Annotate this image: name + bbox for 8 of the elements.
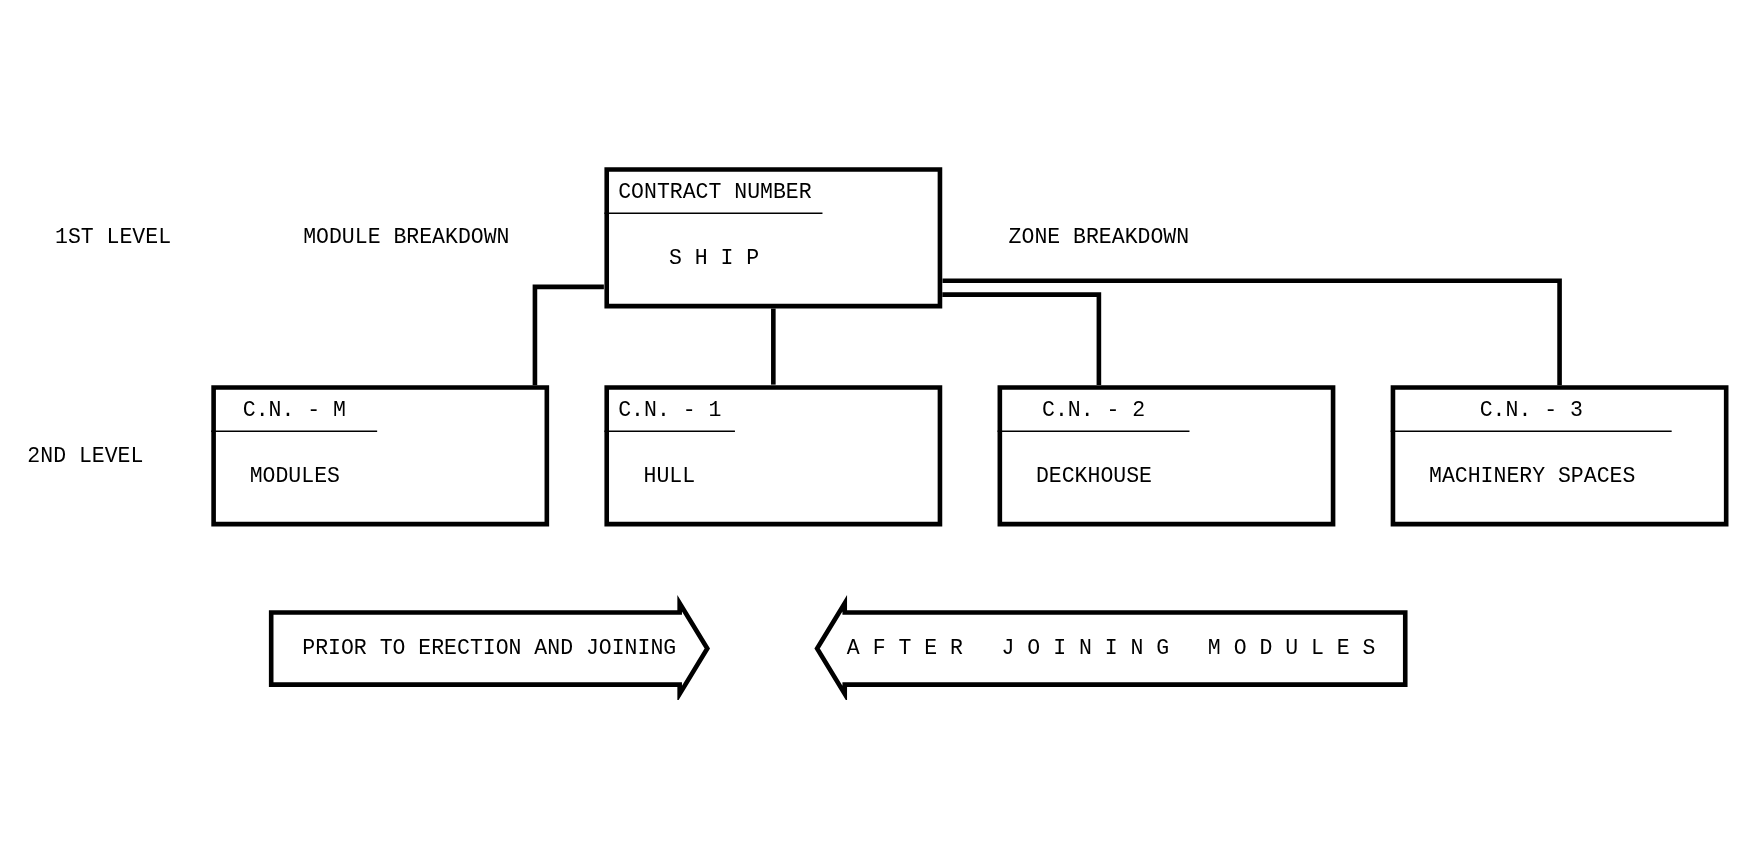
connector	[942, 291, 1102, 385]
connector	[942, 277, 1562, 385]
connector	[771, 308, 776, 385]
label: 1ST LEVEL	[55, 224, 172, 249]
connector	[532, 284, 604, 385]
label: ZONE BREAKDOWN	[1008, 224, 1190, 249]
label: 2ND LEVEL	[27, 443, 144, 468]
label: MODULE BREAKDOWN	[303, 224, 510, 249]
